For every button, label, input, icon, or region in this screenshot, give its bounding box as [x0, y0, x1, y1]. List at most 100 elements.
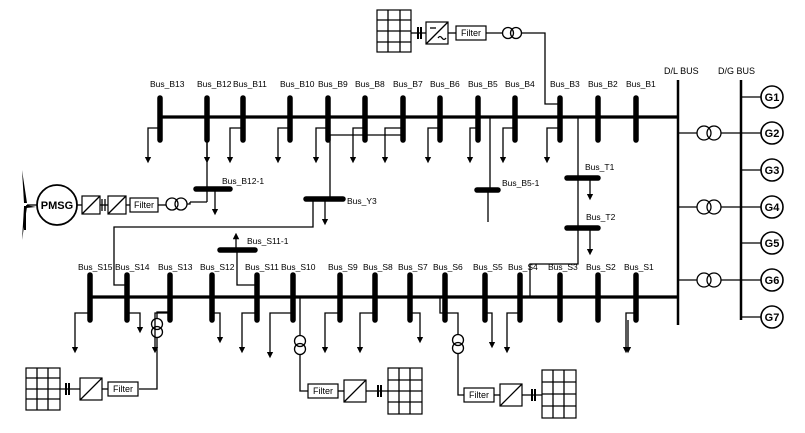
- transformer-icon: [293, 334, 307, 356]
- top-bus-label: Bus_B3: [550, 79, 580, 89]
- transformer-dl-dg-2: [678, 199, 741, 215]
- bus-b12-1-label: Bus_B12-1: [222, 176, 264, 186]
- bottom-bus-label: Bus_S9: [328, 262, 358, 272]
- svg-text:Filter: Filter: [113, 384, 133, 394]
- bottom-bus-bus-s10: Bus_S10: [281, 262, 316, 323]
- bottom-bus-bus-s3: Bus_S3: [548, 262, 578, 323]
- load-arrow-extra: [127, 312, 144, 334]
- load-arrow-extra: [485, 312, 496, 349]
- generator-g4: G4: [741, 195, 784, 219]
- bottom-bus-label: Bus_S8: [363, 262, 393, 272]
- dl-bus-label: D/L BUS: [664, 66, 699, 76]
- top-bus-label: Bus_B6: [430, 79, 460, 89]
- transformer-icon: [165, 197, 188, 211]
- transformer-dl-dg-3: [678, 272, 741, 288]
- bottom-bus-label: Bus_S11: [245, 262, 279, 272]
- dg-bus-label: D/G BUS: [718, 66, 755, 76]
- top-bus-bus-b13: Bus_B13: [144, 79, 185, 164]
- svg-text:Filter: Filter: [313, 386, 333, 396]
- load-arrow: [424, 127, 440, 164]
- bottom-bus-bus-s6: Bus_S6: [433, 262, 463, 323]
- svg-text:G2: G2: [765, 128, 780, 140]
- top-bus-label: Bus_B9: [318, 79, 348, 89]
- bus-s11-1-label: Bus_S11-1: [247, 236, 289, 246]
- bottom-bus-bus-s7: Bus_S7: [398, 262, 428, 323]
- bus-y3-label: Bus_Y3: [347, 196, 377, 206]
- transformer-dl-dg-1: [678, 125, 741, 141]
- top-bus-bus-b10: Bus_B10: [274, 79, 315, 164]
- svg-text:Filter: Filter: [461, 28, 481, 38]
- capacitor-icon: [531, 389, 536, 401]
- generator-g3: G3: [741, 158, 784, 182]
- s11-to-s11-1-link: [236, 250, 258, 297]
- generator-g7: G7: [741, 305, 784, 329]
- bottom-bus-label: Bus_S3: [548, 262, 578, 272]
- bottom-bus-label: Bus_S15: [78, 262, 113, 272]
- bottom-bus-label: Bus_S13: [158, 262, 193, 272]
- capacitor-icon: [417, 27, 422, 39]
- pv-system-s6: Filter: [439, 297, 577, 419]
- bottom-bus-bus-s14: Bus_S14: [115, 262, 150, 323]
- generator-g2: G2: [741, 121, 784, 145]
- bottom-bus-label: Bus_S14: [115, 262, 150, 272]
- svg-text:G4: G4: [765, 202, 781, 214]
- svg-text:G7: G7: [765, 312, 780, 324]
- load-arrow: [274, 127, 290, 164]
- generator-g5: G5: [741, 231, 784, 255]
- bus-t2-label: Bus_T2: [586, 212, 616, 222]
- top-bus-bus-b4: Bus_B4: [499, 79, 535, 164]
- svg-text:Filter: Filter: [134, 200, 154, 210]
- top-bus-label: Bus_B2: [588, 79, 618, 89]
- load-arrow: [349, 127, 365, 164]
- svg-text:G5: G5: [765, 238, 780, 250]
- load-arrow: [622, 312, 636, 354]
- load-arrow: [543, 127, 560, 164]
- load-arrow: [238, 312, 257, 354]
- bottom-bus-bus-s9: Bus_S9: [321, 262, 358, 354]
- top-bus-label: Bus_B11: [233, 79, 267, 89]
- bottom-bus-label: Bus_S1: [624, 262, 654, 272]
- svg-text:G6: G6: [765, 275, 780, 287]
- top-bus-label: Bus_B10: [280, 79, 315, 89]
- wind-turbine-icon: [22, 170, 36, 240]
- pv-system-top: Filter: [376, 9, 561, 117]
- t2-to-s4-link: [529, 228, 579, 297]
- svg-text:PMSG: PMSG: [41, 200, 73, 212]
- pv-system-s10: Filter: [293, 297, 423, 415]
- generator-g6: G6: [741, 268, 784, 292]
- bottom-bus-bus-s8: Bus_S8: [356, 262, 393, 354]
- generator-g1: G1: [741, 85, 784, 109]
- top-bus-label: Bus_B4: [505, 79, 535, 89]
- load-arrow: [356, 312, 375, 354]
- bottom-bus-label: Bus_S6: [433, 262, 463, 272]
- top-bus-bus-b11: Bus_B11: [226, 79, 267, 164]
- bottom-bus-bus-s15: Bus_S15: [71, 262, 113, 354]
- load-arrow: [503, 312, 520, 354]
- load-arrow: [226, 127, 243, 164]
- load-arrow-b5: [466, 127, 478, 164]
- svg-text:G1: G1: [765, 92, 780, 104]
- top-bus-bus-b5: Bus_B5: [468, 79, 498, 143]
- bus-b5-1-label: Bus_B5-1: [502, 178, 540, 188]
- bottom-bus-label: Bus_S2: [586, 262, 616, 272]
- load-arrow: [312, 127, 328, 164]
- wind-turbine-pmsg: PMSG Filter: [22, 170, 191, 240]
- load-arrow-extra: [410, 312, 424, 344]
- top-bus-bus-b8: Bus_B8: [349, 79, 385, 164]
- bottom-bus-label: Bus_S4: [508, 262, 538, 272]
- top-bus-label: Bus_B7: [393, 79, 423, 89]
- top-bus-bus-b2: Bus_B2: [588, 79, 618, 143]
- top-bus-label: Bus_B1: [626, 79, 656, 89]
- b7-to-y3-link: [329, 117, 404, 199]
- capacitor-icon: [65, 383, 70, 395]
- capacitor-icon: [377, 385, 382, 397]
- transformer-icon: [501, 26, 523, 40]
- svg-text:Filter: Filter: [469, 390, 489, 400]
- top-bus-bus-b6: Bus_B6: [424, 79, 460, 164]
- bottom-bus-label: Bus_S10: [281, 262, 316, 272]
- top-bus-label: Bus_B13: [150, 79, 185, 89]
- load-arrow: [71, 312, 90, 354]
- bottom-bus-label: Bus_S5: [473, 262, 503, 272]
